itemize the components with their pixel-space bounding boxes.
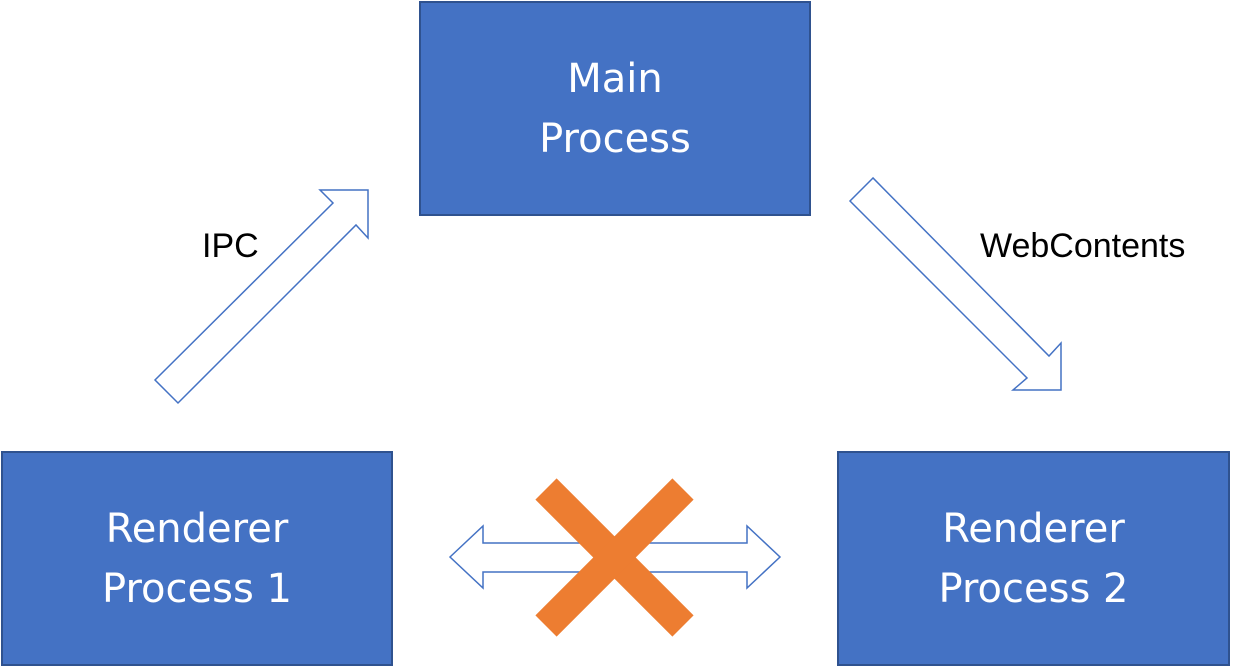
- main-process-label-line2: Process: [539, 115, 691, 162]
- renderer-process-2-label-line2: Process 2: [938, 565, 1129, 612]
- renderer-process-2-box: Renderer Process 2: [837, 451, 1230, 666]
- renderer-process-1-box: Renderer Process 1: [1, 451, 393, 666]
- ipc-edge-label: IPC: [202, 227, 259, 265]
- cross-mark-icon: [535, 478, 694, 637]
- main-process-box: Main Process: [419, 1, 811, 216]
- renderer-process-1-label-line2: Process 1: [102, 565, 292, 612]
- ipc-arrow: [153, 189, 369, 405]
- webcontents-arrow: [848, 176, 1062, 391]
- webcontents-edge-label: WebContents: [980, 227, 1186, 265]
- renderer-process-2-label-line1: Renderer: [942, 505, 1125, 552]
- renderer-process-1-label-line1: Renderer: [105, 505, 289, 552]
- main-process-label-line1: Main: [567, 55, 663, 102]
